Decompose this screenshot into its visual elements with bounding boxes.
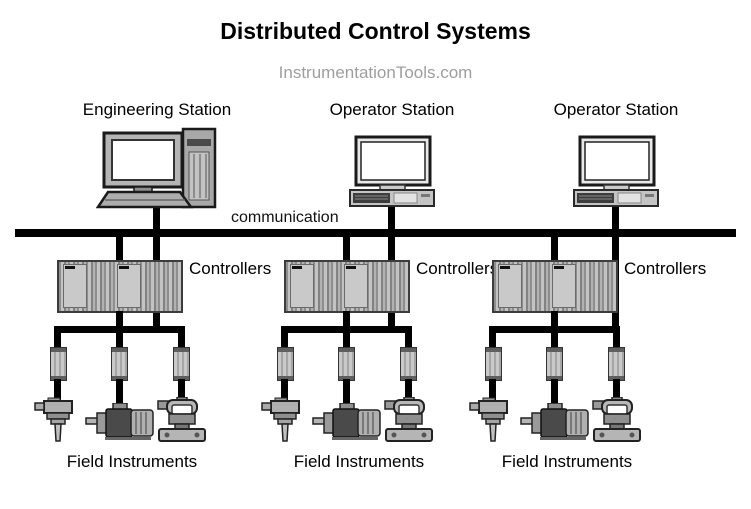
operator-workstation-icon — [573, 135, 659, 207]
io-drop-line — [343, 326, 350, 350]
controllers-label: Controllers — [189, 259, 272, 278]
io-drop-line — [281, 326, 288, 350]
device-link-line — [405, 379, 412, 407]
station-engineering: Engineering Station — [82, 100, 232, 333]
pressure-transmitter-icon — [592, 397, 641, 442]
pressure-transmitter-icon — [157, 397, 206, 442]
rack-card — [63, 264, 87, 308]
station-label: Engineering Station — [82, 100, 232, 119]
rack-card — [117, 264, 141, 308]
io-drop-line — [551, 326, 558, 350]
device-link-line — [178, 379, 185, 407]
communication-bus-line — [15, 229, 736, 237]
electric-motor-icon — [85, 403, 154, 440]
io-module-icon — [338, 347, 355, 381]
io-module-icon — [50, 347, 67, 381]
controllers-label: Controllers — [416, 259, 499, 278]
io-module-icon — [608, 347, 625, 381]
communication-bus-label: communication — [231, 209, 339, 226]
station-label: Operator Station — [553, 100, 679, 119]
device-link-line — [54, 379, 61, 407]
station-operator-1: Operator Station — [317, 100, 467, 333]
rack-card — [344, 264, 368, 308]
io-drop-line — [489, 326, 496, 350]
controller-group-3: Controllers — [469, 237, 706, 477]
field-instruments-label: Field Instruments — [66, 452, 198, 471]
io-module-icon — [111, 347, 128, 381]
device-link-line — [343, 379, 350, 407]
temperature-sensor-icon — [261, 397, 300, 442]
io-drop-line — [116, 326, 123, 350]
controller-rack-icon — [284, 260, 410, 313]
controller-to-io-line — [343, 311, 350, 327]
bus-to-controller-line — [116, 237, 123, 261]
controllers-label: Controllers — [624, 259, 707, 278]
temperature-sensor-icon — [469, 397, 508, 442]
io-module-icon — [277, 347, 294, 381]
engineering-workstation-icon — [96, 127, 217, 209]
electric-motor-icon — [312, 403, 381, 440]
field-instruments-label: Field Instruments — [501, 452, 633, 471]
page-title: Distributed Control Systems — [220, 18, 531, 44]
rack-card — [498, 264, 522, 308]
device-link-line — [551, 379, 558, 407]
device-link-line — [613, 379, 620, 407]
rack-card — [290, 264, 314, 308]
rack-card — [552, 264, 576, 308]
electric-motor-icon — [520, 403, 589, 440]
watermark-text: InstrumentationTools.com — [278, 63, 473, 82]
io-drop-line — [613, 326, 620, 350]
controller-to-io-line — [551, 311, 558, 327]
device-link-line — [116, 379, 123, 407]
controller-rack-icon — [492, 260, 618, 313]
pressure-transmitter-icon — [384, 397, 433, 442]
controller-group-1: Controllers — [34, 237, 271, 477]
io-drop-line — [405, 326, 412, 350]
field-instruments-label: Field Instruments — [293, 452, 425, 471]
bus-to-controller-line — [551, 237, 558, 261]
io-module-icon — [485, 347, 502, 381]
io-module-icon — [400, 347, 417, 381]
operator-workstation-icon — [349, 135, 435, 207]
io-module-icon — [173, 347, 190, 381]
bus-to-controller-line — [343, 237, 350, 261]
io-drop-line — [178, 326, 185, 350]
io-module-icon — [546, 347, 563, 381]
io-drop-line — [54, 326, 61, 350]
controller-to-io-line — [116, 311, 123, 327]
controller-group-2: Controllers — [261, 237, 498, 477]
station-operator-2: Operator Station — [541, 100, 691, 333]
device-link-line — [489, 379, 496, 407]
temperature-sensor-icon — [34, 397, 73, 442]
station-label: Operator Station — [329, 100, 455, 119]
device-link-line — [281, 379, 288, 407]
controller-rack-icon — [57, 260, 183, 313]
